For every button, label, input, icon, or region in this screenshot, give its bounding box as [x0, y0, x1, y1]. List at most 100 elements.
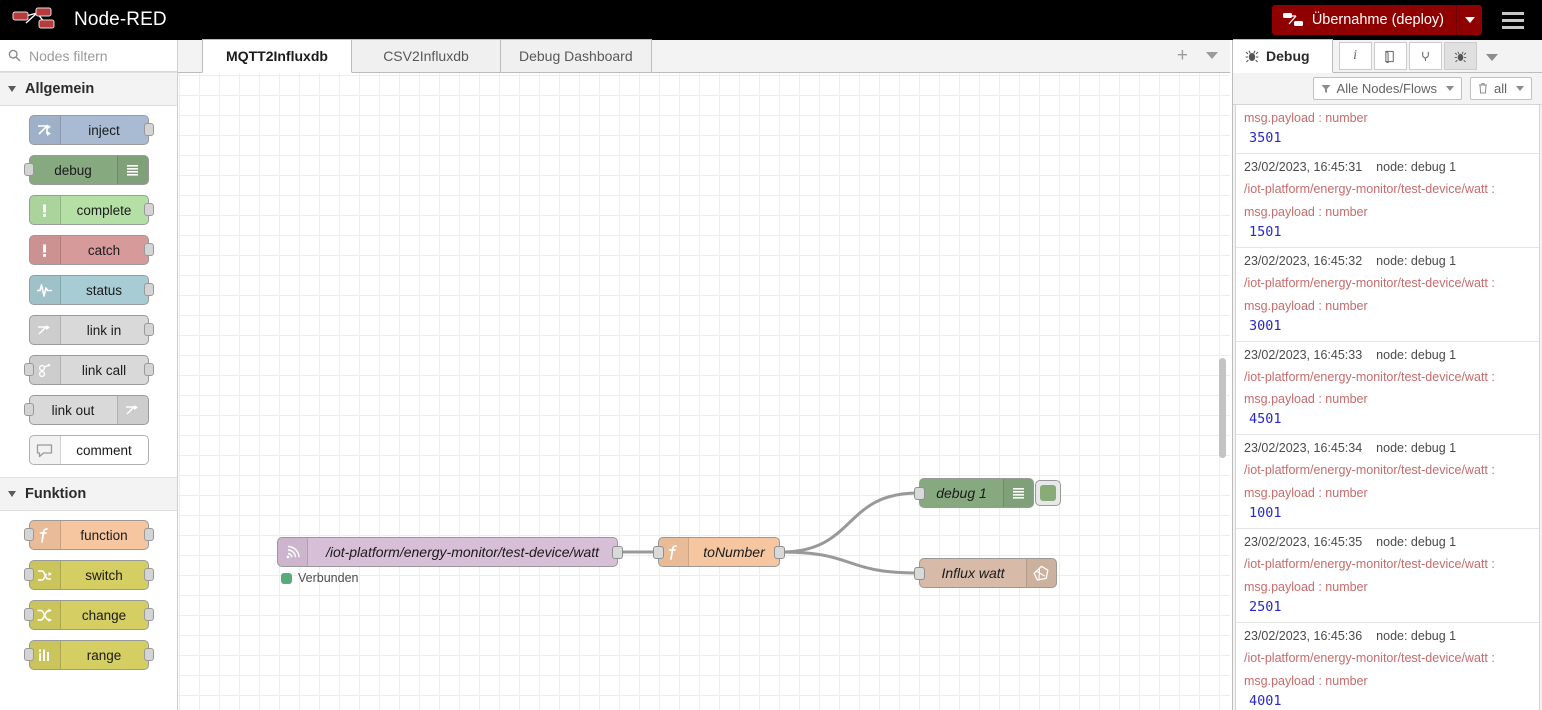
- palette-node-link-call[interactable]: link call: [23, 355, 154, 385]
- palette-node-comment[interactable]: comment: [28, 435, 149, 465]
- flow-tab-csv2influxdb[interactable]: CSV2Influxdb: [351, 39, 501, 72]
- canvas-vertical-scrollbar[interactable]: [1219, 358, 1226, 458]
- sidebar-more-button[interactable]: [1485, 54, 1498, 61]
- deploy-button[interactable]: Übernahme (deploy): [1271, 5, 1456, 35]
- flow-node-influx-watt[interactable]: Influx watt: [914, 558, 1057, 588]
- flow-list-menu-button[interactable]: [1206, 52, 1218, 59]
- node-input-port[interactable]: [23, 528, 34, 541]
- palette-node-label: function: [80, 527, 128, 543]
- sidebar-button-info[interactable]: i: [1338, 42, 1372, 70]
- debug-message-timestamp: 23/02/2023, 16:45:34: [1244, 441, 1363, 456]
- palette-node-switch[interactable]: switch: [23, 560, 154, 590]
- node-input-port[interactable]: [23, 403, 34, 416]
- palette-node-link-out[interactable]: link out: [23, 395, 149, 425]
- link-in-icon-wrap: [29, 316, 61, 344]
- node-output-port[interactable]: [143, 283, 154, 296]
- flow-node-debug1[interactable]: debug 1: [914, 478, 1061, 508]
- node-output-port[interactable]: [143, 568, 154, 581]
- palette-node-change[interactable]: change: [23, 600, 154, 630]
- palette-node-label: link call: [81, 362, 127, 378]
- node-input-port[interactable]: [914, 567, 925, 580]
- debug-clear-select[interactable]: all: [1469, 77, 1532, 100]
- flow-wire[interactable]: [780, 550, 919, 575]
- palette-node-inject[interactable]: inject: [28, 115, 154, 145]
- palette-node-range[interactable]: range: [23, 640, 154, 670]
- chevron-down-icon: [1464, 17, 1475, 23]
- palette-node-label: switch: [85, 567, 123, 583]
- config-nodes-icon: [1421, 51, 1429, 61]
- palette-node-link-in[interactable]: link in: [28, 315, 154, 345]
- node-input-port[interactable]: [23, 608, 34, 621]
- palette-node-catch[interactable]: catch: [28, 235, 154, 265]
- sidebar-tab-bar: Debug i: [1233, 39, 1542, 73]
- palette-search-bar[interactable]: [0, 40, 177, 72]
- palette-category-funktion[interactable]: Funktion: [0, 477, 177, 511]
- tab-bar-spacer: [178, 40, 202, 72]
- node-input-port[interactable]: [23, 648, 34, 661]
- debug-message-timestamp: 23/02/2023, 16:45:33: [1244, 347, 1363, 362]
- search-input[interactable]: [27, 46, 167, 65]
- hamburger-line: [1502, 18, 1524, 22]
- chevron-down-icon: [8, 86, 16, 92]
- influxdb-icon-wrap: [1026, 559, 1056, 587]
- palette-node-function[interactable]: function: [23, 520, 154, 550]
- debug-message[interactable]: 23/02/2023, 16:45:34 node: debug 1 /iot-…: [1236, 435, 1539, 529]
- node-input-port[interactable]: [23, 568, 34, 581]
- flow-node-tonumber[interactable]: toNumber: [653, 537, 785, 567]
- node-output-port[interactable]: [143, 528, 154, 541]
- palette-node-status[interactable]: status: [28, 275, 154, 305]
- flow-tab-mqtt2influxdb[interactable]: MQTT2Influxdb: [202, 39, 352, 73]
- add-flow-button[interactable]: +: [1176, 45, 1188, 66]
- debug-node-toggle-button[interactable]: [1035, 480, 1061, 506]
- flow-node-mqtt-in[interactable]: /iot-platform/energy-monitor/test-device…: [277, 537, 623, 567]
- sidebar-button-config-nodes[interactable]: [1408, 42, 1442, 70]
- debug-message[interactable]: 23/02/2023, 16:45:32 node: debug 1 /iot-…: [1236, 248, 1539, 342]
- deploy-dropdown-button[interactable]: [1456, 5, 1482, 35]
- palette-node-debug[interactable]: debug: [23, 155, 149, 185]
- node-output-port[interactable]: [143, 123, 154, 136]
- debug-message-value: 3501: [1249, 130, 1282, 146]
- debug-message-timestamp: 23/02/2023, 16:45:36: [1244, 628, 1363, 643]
- search-icon: [8, 49, 21, 62]
- palette-node-complete[interactable]: complete: [28, 195, 154, 225]
- debug-message[interactable]: msg.payload : number 3501: [1236, 105, 1539, 154]
- tab-debug[interactable]: Debug: [1233, 39, 1333, 73]
- sidebar-icon-buttons: i: [1338, 39, 1479, 72]
- flow-wire[interactable]: [780, 491, 919, 554]
- flow-node-label: toNumber: [703, 544, 765, 560]
- palette-categories: Allgemein inject debug complete catch status l…: [0, 72, 177, 682]
- debug-icon-wrap: [1003, 479, 1033, 507]
- sidebar-button-debug-bug[interactable]: [1443, 42, 1477, 70]
- debug-filter-select[interactable]: Alle Nodes/Flows: [1312, 77, 1462, 100]
- node-output-port[interactable]: [143, 323, 154, 336]
- node-input-port[interactable]: [23, 163, 34, 176]
- flow-tab-label: Debug Dashboard: [519, 48, 633, 64]
- node-output-port[interactable]: [143, 363, 154, 376]
- debug-message-list[interactable]: msg.payload : number 3501 23/02/2023, 16…: [1235, 105, 1540, 710]
- flow-canvas[interactable]: /iot-platform/energy-monitor/test-device…: [178, 73, 1230, 710]
- node-output-port[interactable]: [143, 203, 154, 216]
- debug-message-node: node: debug 1: [1376, 347, 1457, 362]
- filter-icon: [1321, 84, 1331, 93]
- main-menu-button[interactable]: [1490, 0, 1536, 40]
- node-input-port[interactable]: [653, 546, 664, 559]
- debug-message[interactable]: 23/02/2023, 16:45:33 node: debug 1 /iot-…: [1236, 342, 1539, 436]
- app-header: Node-RED Übernahme (deploy): [0, 0, 1542, 40]
- node-input-port[interactable]: [914, 487, 925, 500]
- flow-node-label: Influx watt: [941, 565, 1005, 581]
- sidebar-button-help-book[interactable]: [1373, 42, 1407, 70]
- node-output-port[interactable]: [143, 608, 154, 621]
- node-output-port[interactable]: [612, 546, 623, 559]
- change-icon-wrap: [29, 601, 61, 629]
- node-output-port[interactable]: [774, 546, 785, 559]
- debug-message[interactable]: 23/02/2023, 16:45:31 node: debug 1 /iot-…: [1236, 154, 1539, 248]
- flow-tab-debug-dashboard[interactable]: Debug Dashboard: [500, 39, 652, 72]
- debug-message[interactable]: 23/02/2023, 16:45:36 node: debug 1 /iot-…: [1236, 623, 1539, 710]
- function-icon: [39, 527, 48, 543]
- debug-message[interactable]: 23/02/2023, 16:45:35 node: debug 1 /iot-…: [1236, 529, 1539, 623]
- node-input-port[interactable]: [23, 363, 34, 376]
- debug-message-meta: 23/02/2023, 16:45:33 node: debug 1: [1244, 348, 1531, 362]
- palette-category-allgemein[interactable]: Allgemein: [0, 72, 177, 106]
- node-output-port[interactable]: [143, 243, 154, 256]
- node-output-port[interactable]: [143, 648, 154, 661]
